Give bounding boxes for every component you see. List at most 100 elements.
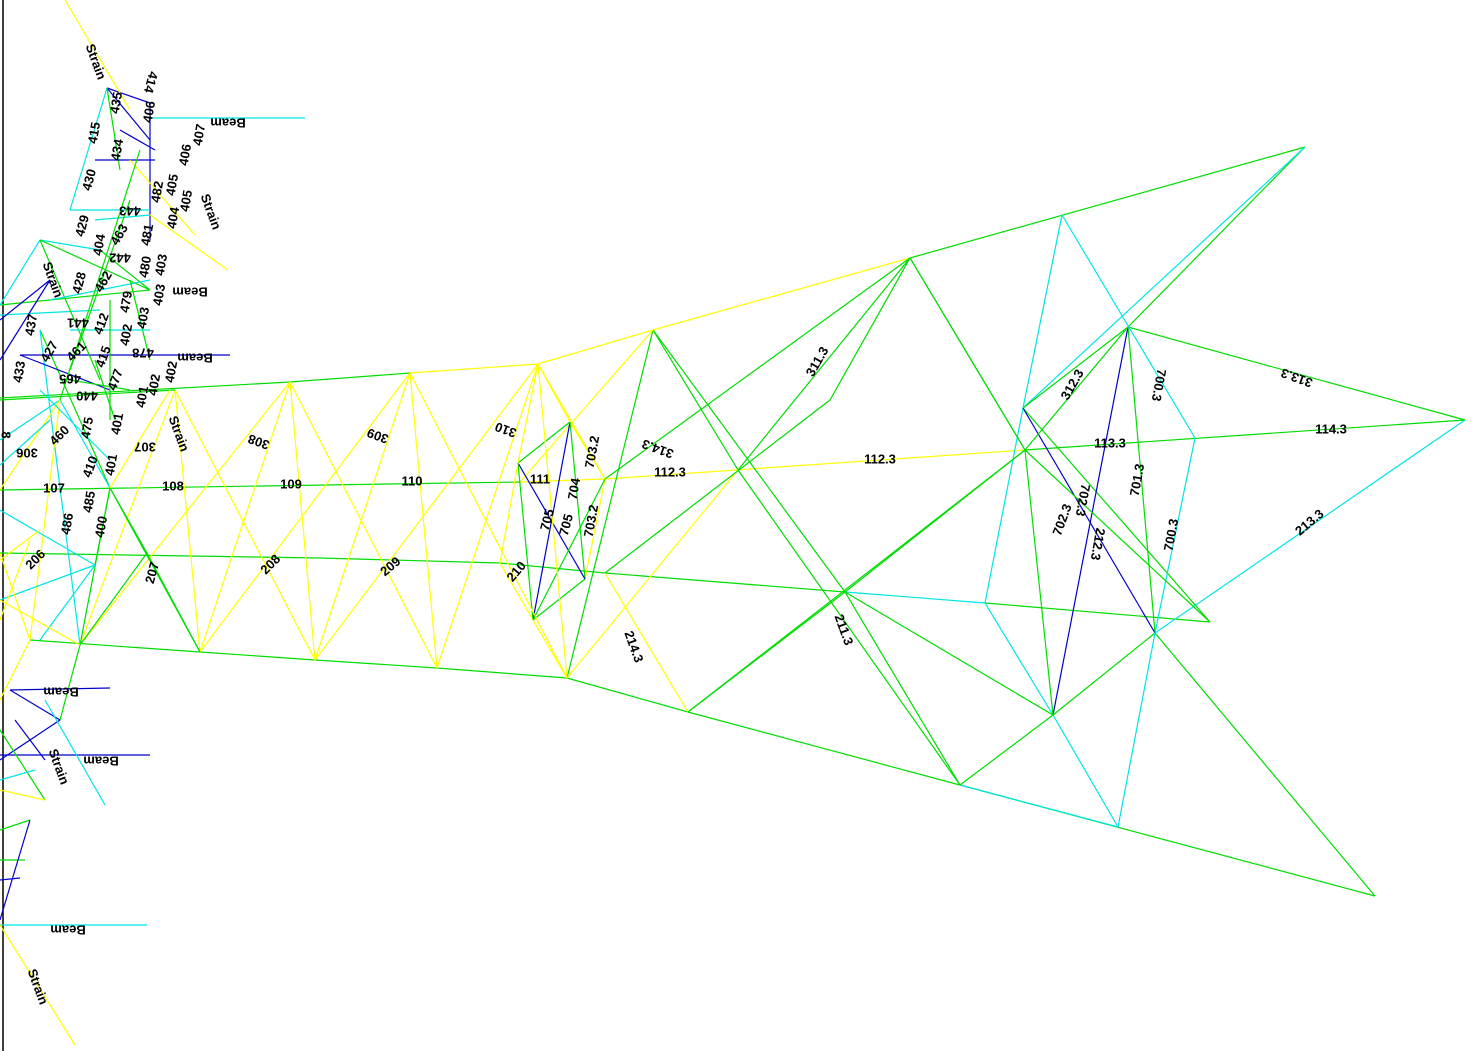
member-line-yellow bbox=[199, 372, 411, 653]
member-line-green bbox=[532, 578, 586, 621]
member-line-green bbox=[499, 562, 606, 574]
member-label-n429: 429 bbox=[72, 213, 92, 238]
member-line-yellow bbox=[537, 363, 568, 679]
member-line-green bbox=[737, 469, 961, 786]
member-line-green bbox=[289, 372, 411, 383]
member-line-yellow bbox=[532, 619, 568, 679]
member-line-cyan bbox=[39, 239, 101, 251]
member-line-yellow bbox=[0, 924, 76, 1046]
member-line-green bbox=[94, 359, 116, 421]
member-line-yellow bbox=[409, 372, 568, 679]
member-line-cyan bbox=[0, 399, 61, 441]
member-label-n401b: 401 bbox=[108, 412, 127, 436]
member-line-blue bbox=[119, 129, 156, 151]
member-label-n478: 478 bbox=[132, 346, 154, 361]
member-line-green bbox=[1154, 632, 1376, 897]
member-line-yellow bbox=[0, 599, 81, 646]
member-line-cyan bbox=[844, 591, 986, 604]
member-label-beam-4: Beam bbox=[43, 685, 78, 700]
member-line-green bbox=[1127, 146, 1306, 328]
member-line-green bbox=[59, 149, 141, 401]
member-line-cyan bbox=[0, 564, 96, 601]
member-line-green bbox=[652, 329, 739, 471]
member-line-green bbox=[109, 487, 148, 554]
member-line-green bbox=[532, 478, 606, 621]
member-line-green bbox=[1127, 326, 1156, 634]
member-line-cyan bbox=[1052, 714, 1119, 828]
member-line-cyan bbox=[1022, 214, 1063, 409]
member-line-cyan bbox=[1022, 146, 1306, 409]
member-line-green bbox=[59, 644, 81, 721]
member-label-n481: 481 bbox=[138, 223, 157, 247]
member-label-beam-5: Beam bbox=[83, 754, 118, 769]
member-line-yellow bbox=[149, 214, 229, 271]
member-label-n427: 427 bbox=[37, 338, 61, 364]
member-line-blue bbox=[9, 689, 61, 721]
member-label-n465: 465 bbox=[59, 372, 81, 387]
member-label-n440: 440 bbox=[76, 389, 98, 404]
member-line-green bbox=[314, 659, 438, 669]
member-line-green bbox=[1022, 326, 1129, 409]
member-label-n463: 463 bbox=[107, 221, 131, 247]
member-label-n403b: 403 bbox=[150, 283, 169, 307]
member-line-green bbox=[319, 557, 501, 564]
member-label-n433: 433 bbox=[10, 360, 29, 384]
member-label-n443: 443 bbox=[119, 204, 141, 219]
member-label-n213-3: 213.3 bbox=[1292, 506, 1327, 538]
member-line-green bbox=[106, 87, 121, 171]
member-label-n310: 310 bbox=[493, 419, 519, 441]
member-line-green bbox=[39, 239, 151, 291]
member-line-cyan bbox=[1154, 419, 1466, 634]
member-label-n406a: 406 bbox=[140, 100, 159, 124]
member-line-yellow bbox=[0, 529, 41, 561]
member-line-yellow bbox=[409, 372, 438, 669]
member-line-green bbox=[1127, 326, 1466, 421]
member-line-green bbox=[1052, 632, 1156, 716]
member-label-n410: 410 bbox=[79, 454, 101, 480]
member-label-n700-3a: 700.3 bbox=[1149, 368, 1169, 403]
member-line-cyan bbox=[69, 87, 108, 211]
member-line-yellow bbox=[79, 389, 176, 646]
member-line-yellow bbox=[79, 381, 291, 646]
member-label-n441: 441 bbox=[67, 316, 89, 331]
member-line-yellow bbox=[0, 789, 46, 801]
member-line-green bbox=[0, 552, 321, 559]
member-label-beam-3: Beam bbox=[177, 351, 212, 366]
member-line-green bbox=[1024, 419, 1466, 451]
member-label-n428: 428 bbox=[69, 270, 89, 295]
member-label-n442: 442 bbox=[109, 251, 131, 266]
member-line-green bbox=[959, 714, 1054, 786]
member-label-n214-3: 214.3 bbox=[621, 629, 646, 665]
member-line-cyan bbox=[1154, 437, 1196, 634]
member-line-yellow bbox=[584, 478, 606, 580]
member-label-beam-6: Beam bbox=[50, 923, 85, 938]
member-line-cyan bbox=[0, 419, 51, 466]
member-label-n479: 479 bbox=[117, 290, 136, 314]
member-label-n112-3a: 112.3 bbox=[654, 464, 686, 479]
member-line-green bbox=[687, 449, 1026, 713]
member-line-blue bbox=[0, 877, 21, 881]
member-label-n486: 486 bbox=[58, 512, 77, 536]
member-label-n112-3b: 112.3 bbox=[864, 451, 896, 466]
member-label-n311-3: 311.3 bbox=[803, 344, 832, 379]
member-line-green bbox=[79, 552, 148, 646]
member-label-n415: 415 bbox=[85, 121, 104, 145]
member-line-yellow bbox=[604, 572, 689, 713]
member-label-n414: 414 bbox=[141, 70, 161, 96]
member-line-cyan bbox=[0, 509, 96, 566]
member-line-blue bbox=[1022, 407, 1156, 634]
member-label-n110: 110 bbox=[402, 473, 423, 488]
member-line-green bbox=[909, 257, 1026, 451]
member-label-strain-6: Strain bbox=[25, 967, 52, 1007]
member-label-n407: 407 bbox=[190, 123, 209, 147]
member-line-green bbox=[1024, 326, 1129, 451]
member-line-green bbox=[39, 239, 101, 381]
member-line-green bbox=[844, 591, 1054, 716]
member-line-green bbox=[69, 379, 131, 391]
member-line-blue bbox=[14, 719, 46, 761]
member-label-n700-3b: 700.3 bbox=[1161, 517, 1181, 552]
member-line-cyan bbox=[49, 279, 151, 301]
member-line-cyan bbox=[0, 239, 41, 306]
member-label-n404b: 404 bbox=[90, 232, 109, 257]
